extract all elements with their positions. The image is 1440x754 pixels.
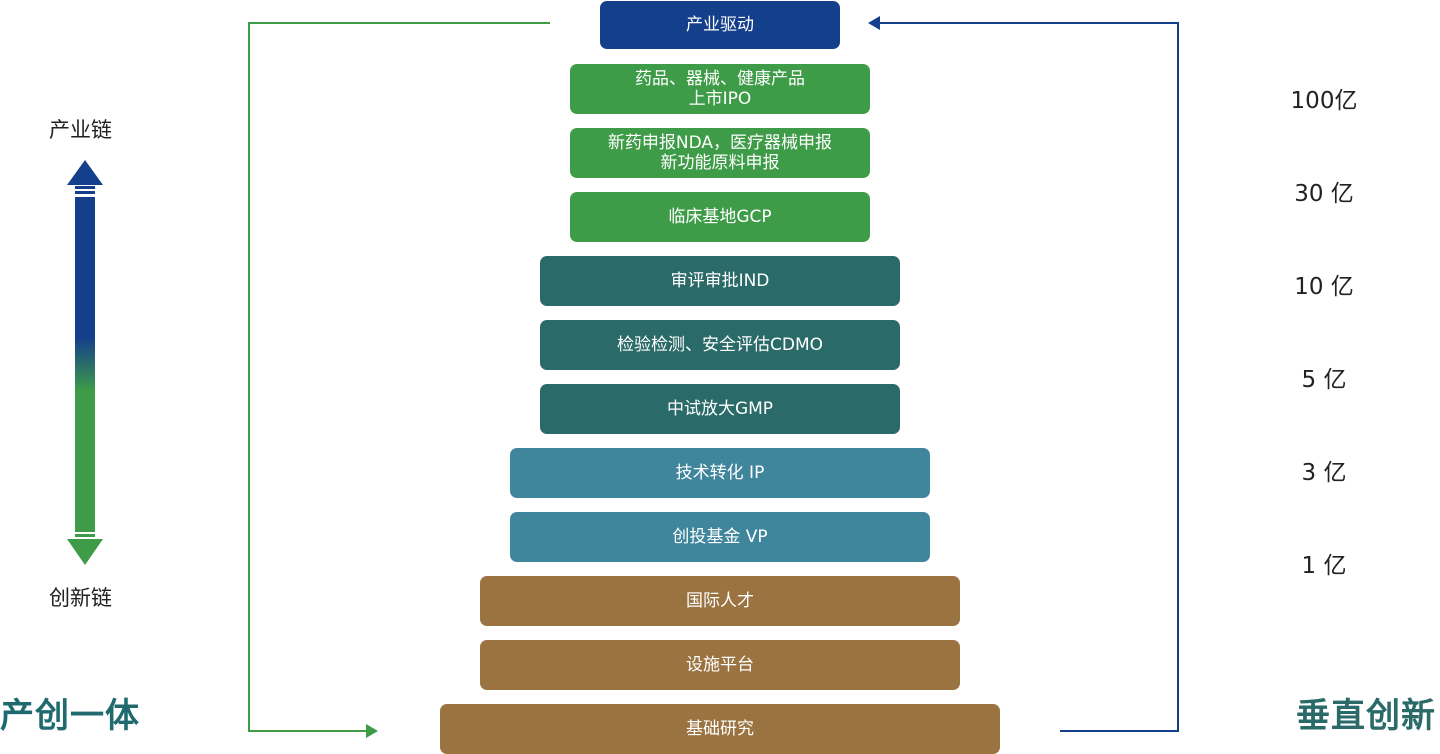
pyramid-block: 临床基地GCP: [570, 192, 870, 242]
right-flow-line: [878, 22, 1179, 732]
pyramid-block-label: 药品、器械、健康产品: [635, 69, 805, 89]
value-label: 5 亿: [1301, 367, 1347, 393]
value-label: 10 亿: [1294, 274, 1354, 300]
left-flow-line: [248, 22, 550, 732]
integration-label: 产创一体: [0, 696, 140, 736]
pyramid-block-label: 产业驱动: [686, 15, 754, 35]
pyramid-block-label: 技术转化 IP: [675, 463, 765, 483]
vertical-innovation-label: 垂直创新: [1296, 696, 1436, 736]
double-arrow-icon: [67, 160, 103, 565]
pyramid-block: 技术转化 IP: [510, 448, 930, 498]
pyramid-block: 基础研究: [440, 704, 1000, 754]
left-flow-arrowhead-icon: [366, 724, 378, 738]
pyramid-block-label: 临床基地GCP: [668, 207, 772, 227]
value-label: 30 亿: [1294, 181, 1354, 207]
pyramid-block-label: 国际人才: [686, 591, 754, 611]
value-label: 3 亿: [1301, 460, 1347, 486]
pyramid-block: 国际人才: [480, 576, 960, 626]
pyramid-block-label: 检验检测、安全评估CDMO: [616, 335, 823, 355]
right-flow-arrowhead-icon: [868, 16, 880, 30]
pyramid-block-label: 新药申报NDA，医疗器械申报: [607, 133, 833, 153]
value-label: 1 亿: [1301, 553, 1347, 579]
industry-chain-label: 产业链: [49, 118, 112, 142]
pyramid-block-label: 设施平台: [686, 655, 754, 675]
pyramid-block-label: 审评审批IND: [670, 271, 770, 291]
pyramid-block: 中试放大GMP: [540, 384, 900, 434]
pyramid-block-label: 中试放大GMP: [666, 399, 774, 419]
pyramid-block: 审评审批IND: [540, 256, 900, 306]
pyramid-block-label: 上市IPO: [688, 89, 752, 109]
pyramid-block: 产业驱动: [600, 1, 840, 49]
value-label: 100亿: [1290, 88, 1358, 114]
pyramid-block-label: 基础研究: [686, 719, 754, 739]
innovation-chain-label: 创新链: [49, 586, 112, 610]
pyramid-block-label: 新功能原料申报: [660, 153, 780, 173]
pyramid-block-label: 创投基金 VP: [672, 527, 768, 547]
pyramid-block: 检验检测、安全评估CDMO: [540, 320, 900, 370]
pyramid-block: 新药申报NDA，医疗器械申报新功能原料申报: [570, 128, 870, 178]
pyramid-block: 药品、器械、健康产品上市IPO: [570, 64, 870, 114]
pyramid-block: 设施平台: [480, 640, 960, 690]
pyramid-block: 创投基金 VP: [510, 512, 930, 562]
